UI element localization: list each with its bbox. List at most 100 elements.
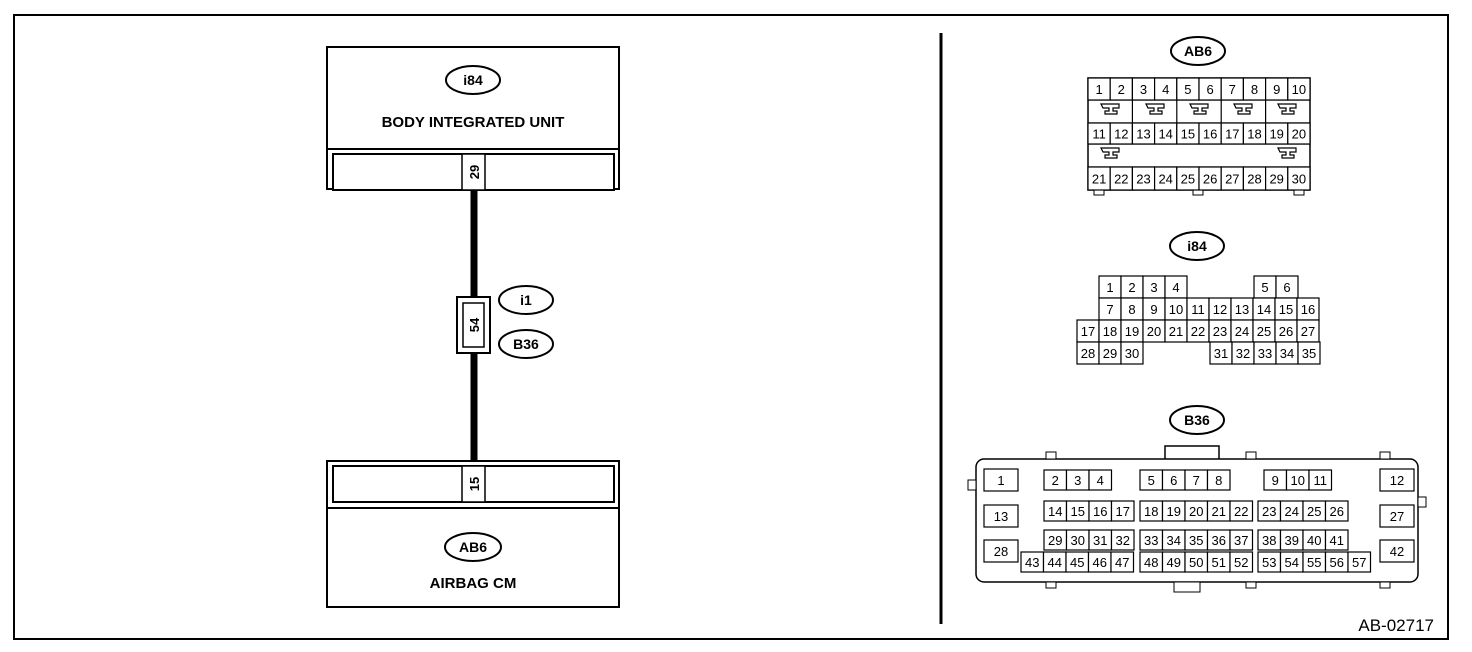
lock-tab-icon <box>1145 103 1165 115</box>
i84-pin-23-number: 23 <box>1213 324 1227 339</box>
ab6-pin-25-number: 25 <box>1181 172 1195 187</box>
ab6-connector-oval <box>444 532 502 562</box>
b36-pin-32: 32 <box>1110 529 1135 551</box>
b36-pin-28-number: 28 <box>994 544 1008 559</box>
b36-pin-21-number: 21 <box>1212 504 1226 519</box>
figure-frame <box>13 14 1449 640</box>
ab6-pin-21-number: 21 <box>1092 172 1106 187</box>
b36-pin-11: 11 <box>1308 469 1333 491</box>
b36-pin-56-number: 56 <box>1330 555 1344 570</box>
i84-pin-4-number: 4 <box>1172 280 1179 295</box>
b36-pin-5-number: 5 <box>1148 473 1155 488</box>
ab6-pin-29-number: 29 <box>1269 172 1283 187</box>
ab6-pin-17-number: 17 <box>1225 127 1239 142</box>
i84-pin-5-number: 5 <box>1261 280 1268 295</box>
i84-pin-29: 29 <box>1098 341 1122 365</box>
i84-pin-34: 34 <box>1275 341 1299 365</box>
b36-connector-oval <box>498 329 554 359</box>
b36-pin-48-number: 48 <box>1144 555 1158 570</box>
b36-pin-41-number: 41 <box>1330 533 1344 548</box>
b36-pin-18: 18 <box>1139 500 1164 522</box>
lock-tab-icon <box>1277 103 1297 115</box>
b36-pin-24: 24 <box>1279 500 1304 522</box>
b36-pin-47-number: 47 <box>1115 555 1129 570</box>
ab6-pin-14-number: 14 <box>1158 127 1172 142</box>
b36-pin-50: 50 <box>1184 551 1209 573</box>
i84-pin-18-number: 18 <box>1103 324 1117 339</box>
airbag-cm-unit: 15 AB6 AIRBAG CM <box>326 460 620 608</box>
ab6-pin-28-number: 28 <box>1247 172 1261 187</box>
b36-pin-2-number: 2 <box>1052 473 1059 488</box>
b36-pin-7: 7 <box>1184 469 1209 491</box>
b36-pin-34: 34 <box>1161 529 1186 551</box>
b36-pin-53-number: 53 <box>1262 555 1276 570</box>
i84-pin-3-number: 3 <box>1150 280 1157 295</box>
b36-pin-25-number: 25 <box>1307 504 1321 519</box>
i84-pin-8-number: 8 <box>1128 302 1135 317</box>
i84-pin-15: 15 <box>1274 297 1298 321</box>
ab6-pin-5: 5 <box>1176 77 1200 101</box>
b36-pin-44: 44 <box>1042 551 1067 573</box>
ab6-pin-3: 3 <box>1131 77 1156 101</box>
ab6-pin-11-number: 11 <box>1092 127 1106 142</box>
i1-connector-oval <box>498 285 554 315</box>
b36-pin-51-number: 51 <box>1212 555 1226 570</box>
ab6-pin-15-number: 15 <box>1181 127 1195 142</box>
ab6-pin-11: 11 <box>1087 122 1111 145</box>
i84-pin-14: 14 <box>1252 297 1276 321</box>
i84-pin-35: 35 <box>1297 341 1321 365</box>
i84-pin-3: 3 <box>1142 275 1166 299</box>
i84-view-label: i84 <box>1187 238 1207 254</box>
airbag-cm-label: AIRBAG CM <box>430 575 517 592</box>
b36-pin-55-number: 55 <box>1307 555 1321 570</box>
ab6-pin-4: 4 <box>1153 77 1178 101</box>
i84-pin-1: 1 <box>1098 275 1122 299</box>
b36-pin-34-number: 34 <box>1167 533 1181 548</box>
i84-pin-23: 23 <box>1208 319 1232 343</box>
i84-pin-6: 6 <box>1275 275 1299 299</box>
b36-pin-8: 8 <box>1206 469 1231 491</box>
b36-pin-50-number: 50 <box>1189 555 1203 570</box>
ab6-pin-7-number: 7 <box>1229 82 1236 97</box>
b36-pin-32-number: 32 <box>1116 533 1130 548</box>
inline-pin-number: 54 <box>467 317 482 332</box>
b36-pin-6-number: 6 <box>1170 473 1177 488</box>
i84-pin-22: 22 <box>1186 319 1210 343</box>
b36-pin-6: 6 <box>1161 469 1186 491</box>
b36-pin-25: 25 <box>1302 500 1327 522</box>
b36-pin-14: 14 <box>1043 500 1068 522</box>
i84-pin-9-number: 9 <box>1150 302 1157 317</box>
b36-pin-5: 5 <box>1139 469 1164 491</box>
i84-pin-28-number: 28 <box>1081 346 1095 361</box>
ab6-pin-7: 7 <box>1220 77 1244 101</box>
ab6-pin-14: 14 <box>1153 122 1178 145</box>
b36-pin-37: 37 <box>1229 529 1254 551</box>
ab6-pin-2-number: 2 <box>1118 82 1125 97</box>
b36-pin-36-number: 36 <box>1212 533 1226 548</box>
b36-pin-30: 30 <box>1065 529 1090 551</box>
b36-pin-20: 20 <box>1184 500 1209 522</box>
ab6-pin-6: 6 <box>1198 77 1222 101</box>
i84-pin-32: 32 <box>1231 341 1255 365</box>
b36-pin-21: 21 <box>1206 500 1231 522</box>
ab6-pin-5-number: 5 <box>1184 82 1191 97</box>
i84-pin-11-number: 11 <box>1191 302 1205 317</box>
i84-pin-6-number: 6 <box>1283 280 1290 295</box>
b36-pin-24-number: 24 <box>1285 504 1299 519</box>
b36-pin-19-number: 19 <box>1167 504 1181 519</box>
b36-view-label: B36 <box>1184 412 1210 428</box>
ab6-pin-20: 20 <box>1287 122 1311 145</box>
ab6-pin-30: 30 <box>1287 166 1311 191</box>
b36-pin-57: 57 <box>1347 551 1372 573</box>
b36-pin-27: 27 <box>1379 504 1415 528</box>
b36-pin-29-number: 29 <box>1048 533 1062 548</box>
ab6-pin-23-number: 23 <box>1136 172 1150 187</box>
b36-pin-15: 15 <box>1065 500 1090 522</box>
lock-tab-icon <box>1189 103 1209 115</box>
b36-pin-36: 36 <box>1206 529 1231 551</box>
ab6-pin-28: 28 <box>1242 166 1267 191</box>
i84-pin-17: 17 <box>1076 319 1100 343</box>
